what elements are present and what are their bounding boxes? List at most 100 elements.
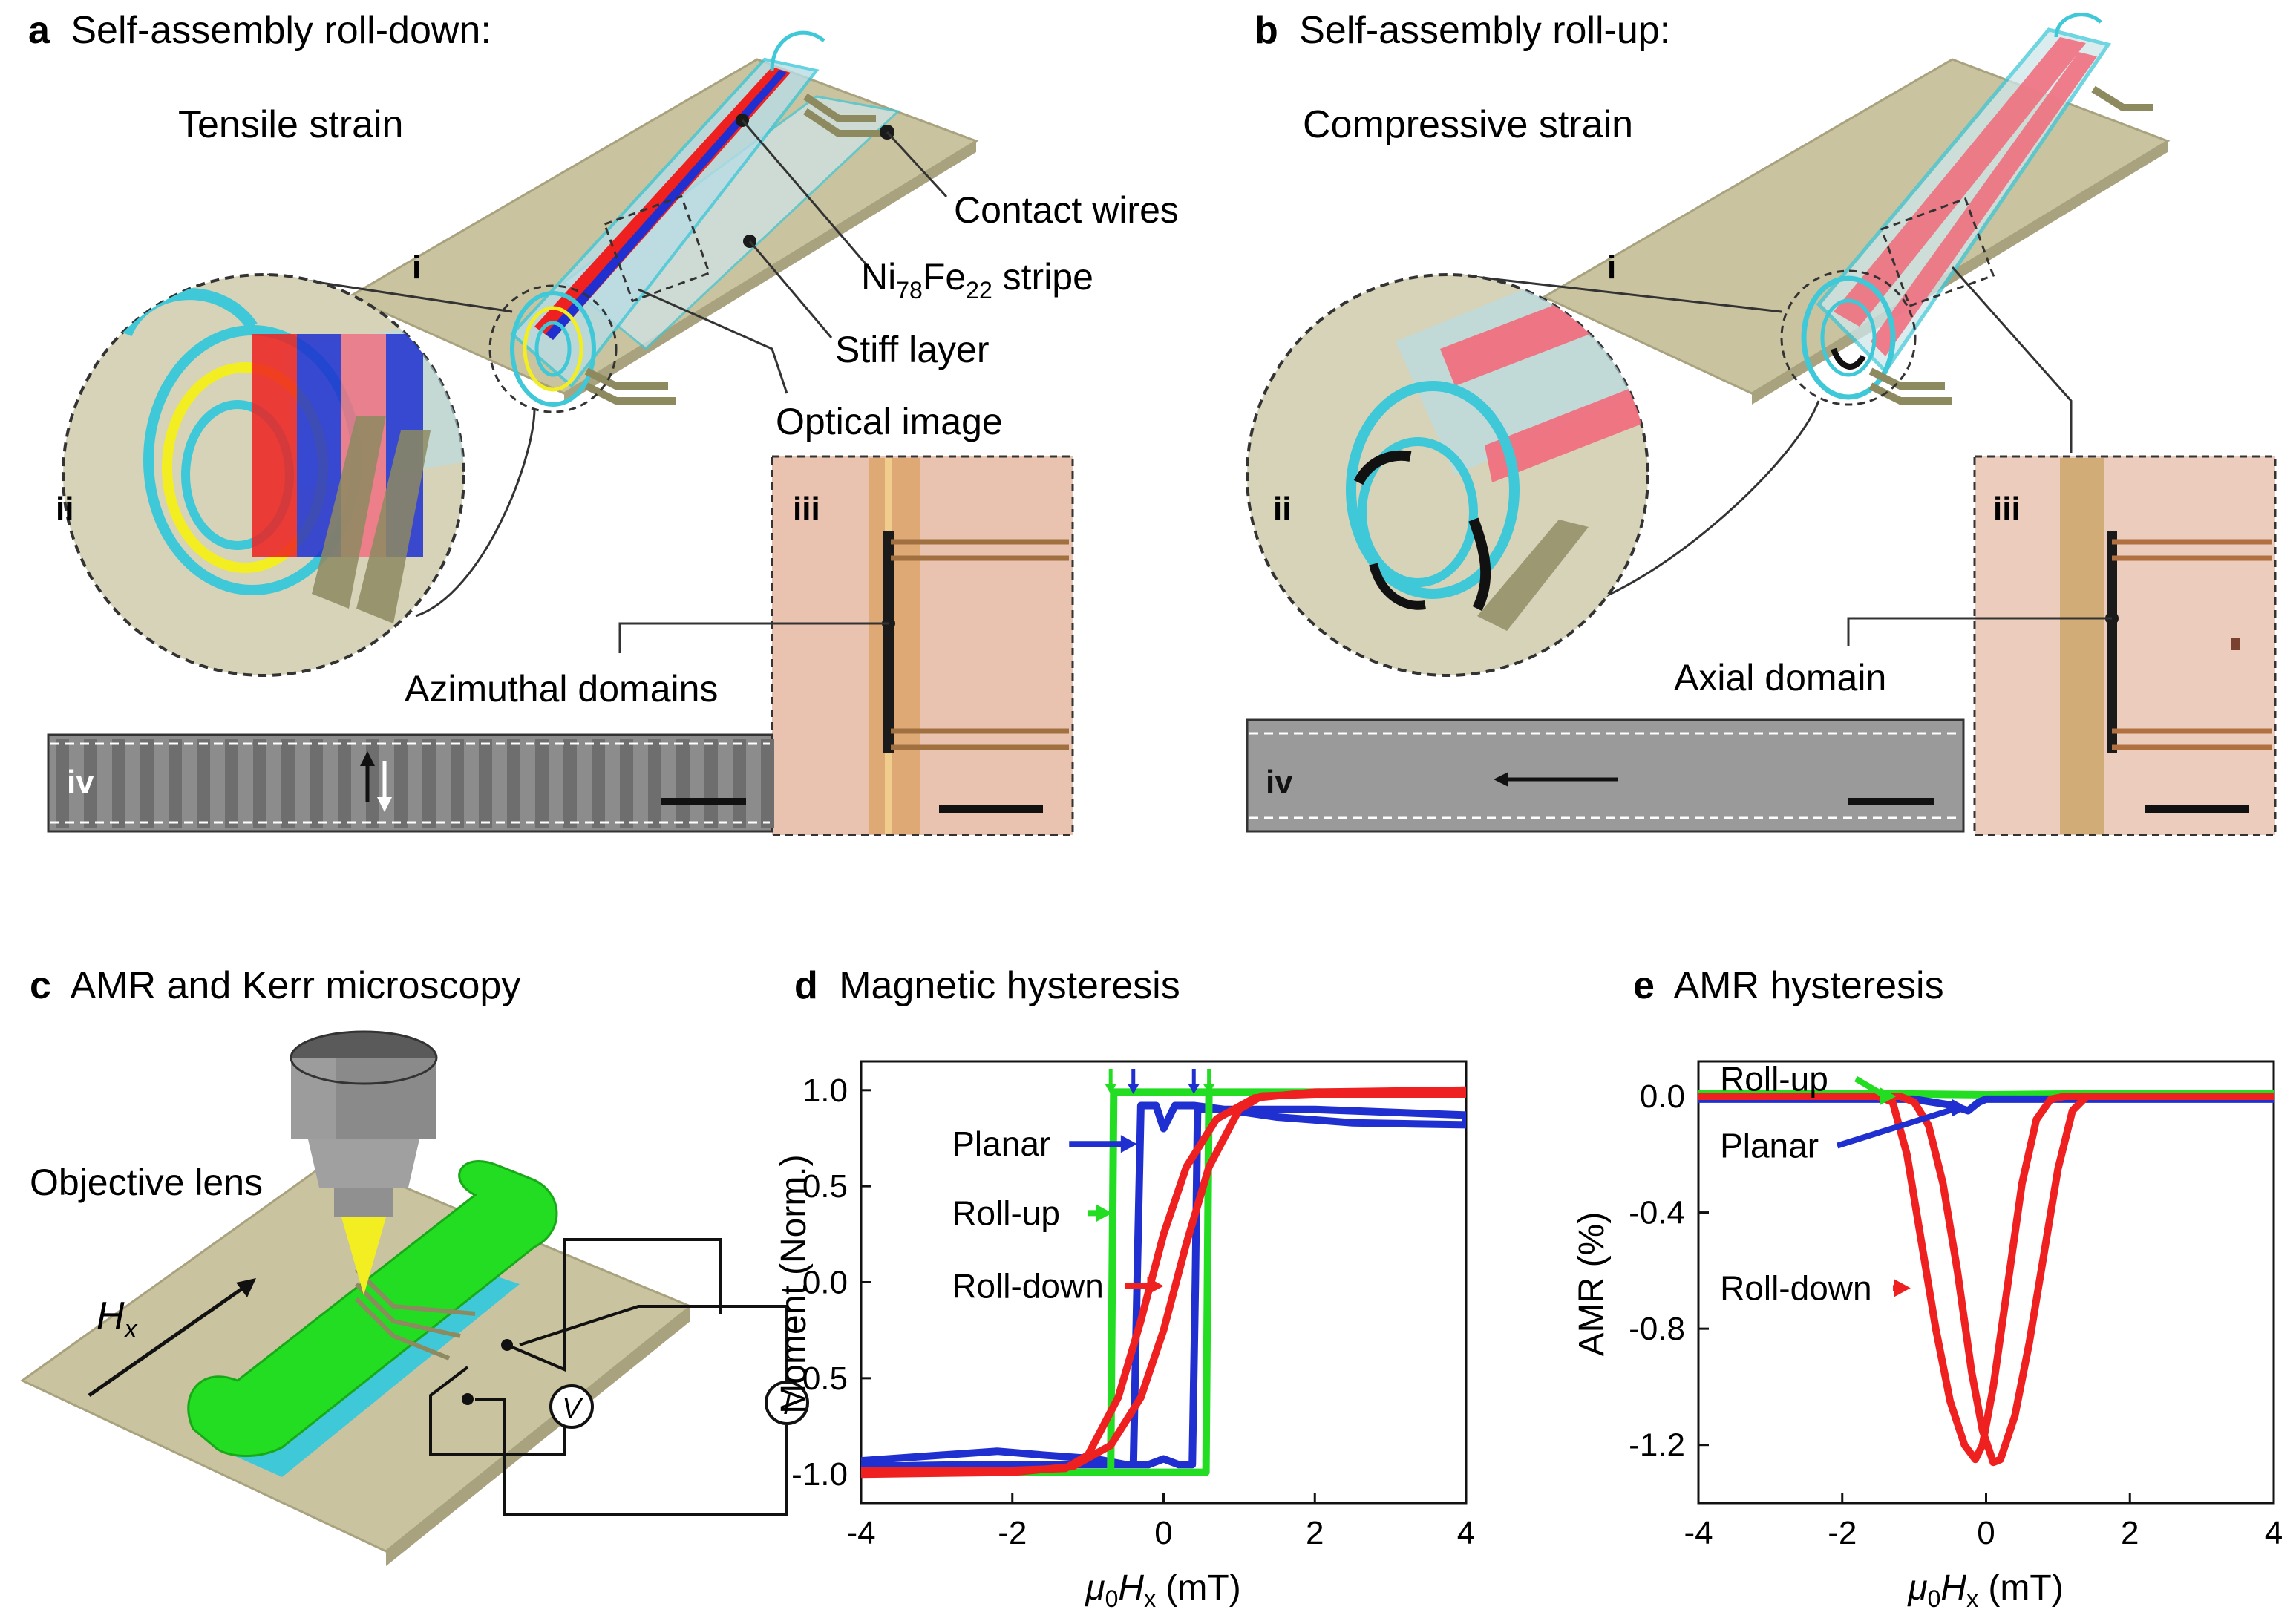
panel-a-zoom-small bbox=[488, 284, 618, 413]
panel-a-title-line1: Self-assembly roll-down: bbox=[71, 9, 491, 52]
annotation-label: Roll-down bbox=[1720, 1268, 1872, 1307]
series-line-roll-down bbox=[861, 1086, 1466, 1479]
y-tick-label: 0.0 bbox=[1640, 1078, 1685, 1115]
panel-d-series bbox=[861, 1086, 1466, 1479]
kerr-domain-stripe bbox=[451, 739, 464, 828]
panel-c-field-arrow bbox=[88, 1282, 250, 1398]
panel-a-inset-iv: iv bbox=[47, 733, 774, 833]
annotation-arrowhead bbox=[1880, 1087, 1897, 1105]
panel-b-zoom-rect bbox=[1880, 197, 1995, 308]
kerr-domain-stripe bbox=[225, 739, 238, 828]
panel-b-title-line1: Self-assembly roll-up: bbox=[1299, 9, 1670, 52]
panel-a-label-stripe: Ni78Fe22 stripe bbox=[861, 256, 1093, 304]
kerr-domain-stripe bbox=[761, 739, 774, 828]
panel-b-contact-wires bbox=[1868, 85, 2153, 405]
panel-e-letter: e bbox=[1633, 964, 1655, 1007]
kerr-domain-stripe bbox=[140, 739, 154, 828]
panel-b-domain-callout bbox=[1847, 612, 2119, 646]
x-tick-label: -4 bbox=[846, 1515, 875, 1551]
panel-e-ylabel: AMR (%) bbox=[1572, 1212, 1612, 1357]
panel-c-letter: c bbox=[30, 964, 51, 1007]
annotation-label: Planar bbox=[952, 1124, 1050, 1163]
svg-text:e AMR hysteresis: e AMR hysteresis bbox=[1633, 964, 1944, 1007]
x-tick-label: 0 bbox=[1977, 1515, 1995, 1551]
annotation-label: Roll-up bbox=[952, 1194, 1060, 1232]
panel-b-zoom-line2 bbox=[1573, 400, 1820, 610]
panel-c-objective-lens bbox=[290, 1030, 438, 1295]
kerr-domain-stripe bbox=[563, 739, 577, 828]
x-tick-label: 4 bbox=[2265, 1515, 2283, 1551]
kerr-domain-stripe bbox=[592, 739, 605, 828]
kerr-domain-stripe bbox=[197, 739, 210, 828]
panel-a: a Self-assembly roll-down: Tensile strai… bbox=[28, 9, 1179, 836]
kerr-domain-stripe bbox=[112, 739, 125, 828]
panel-a-title-line2: Tensile strain bbox=[178, 103, 403, 146]
panel-c-title: AMR and Kerr microscopy bbox=[71, 964, 521, 1007]
panel-d-title: Magnetic hysteresis bbox=[839, 964, 1180, 1007]
annotation-arrowhead bbox=[1120, 1135, 1137, 1153]
x-tick-label: 0 bbox=[1154, 1515, 1172, 1551]
panel-b-title-line2: Compressive strain bbox=[1303, 103, 1633, 146]
annotation-label: Planar bbox=[1720, 1127, 1819, 1165]
panel-a-inset-iii: iii bbox=[771, 455, 1074, 836]
panel-c-tube bbox=[187, 1160, 558, 1457]
panel-c-label-v: V bbox=[562, 1393, 583, 1424]
y-tick-label: -0.8 bbox=[1629, 1311, 1685, 1347]
panel-c-label-i: I bbox=[783, 1389, 791, 1421]
panel-b-sub-iv: iv bbox=[1266, 764, 1293, 800]
kerr-domain-stripe bbox=[648, 739, 661, 828]
svg-text:a Self-assembly roll-dow: a Self-assembly roll-down: bbox=[28, 9, 491, 52]
panel-a-sub-iii: iii bbox=[793, 491, 820, 527]
panel-a-sub-iv: iv bbox=[67, 764, 94, 800]
panel-c: c AMR and Kerr microscopy V I bbox=[20, 964, 809, 1566]
series-line-roll-down bbox=[1698, 1093, 2274, 1467]
kerr-domain-stripe bbox=[56, 739, 69, 828]
switching-marker-head bbox=[1203, 1084, 1215, 1094]
annotation-arrowhead bbox=[1096, 1204, 1113, 1222]
kerr-domain-stripe bbox=[281, 739, 295, 828]
panel-a-label-optical: Optical image bbox=[776, 401, 1003, 442]
kerr-domain-stripe bbox=[253, 739, 266, 828]
y-tick-label: -1.0 bbox=[791, 1456, 848, 1493]
y-tick-label: -1.2 bbox=[1629, 1427, 1685, 1464]
panel-a-domains-callout bbox=[618, 617, 895, 653]
annotation-arrowhead bbox=[1894, 1279, 1911, 1297]
panel-a-substrate-edge bbox=[564, 141, 976, 405]
kerr-domain-stripe bbox=[338, 739, 351, 828]
kerr-domain-stripe bbox=[422, 739, 436, 828]
panel-c-ammeter bbox=[765, 1381, 809, 1425]
panel-a-zoom-rect bbox=[603, 194, 711, 303]
panel-e-xlabel: μ0Hx (mT) bbox=[1906, 1568, 2063, 1612]
y-tick-label: 0.5 bbox=[802, 1168, 848, 1205]
kerr-domain-stripe bbox=[84, 739, 97, 828]
panel-b-inset-iv: iv bbox=[1246, 718, 1965, 833]
panel-a-zoom-line2 bbox=[415, 407, 536, 618]
switching-marker-head bbox=[1188, 1084, 1200, 1094]
panel-d-letter: d bbox=[794, 964, 818, 1007]
panel-c-wires bbox=[354, 1267, 476, 1361]
annotation-arrowhead bbox=[1147, 1277, 1164, 1295]
kerr-domain-stripe bbox=[169, 739, 182, 828]
panel-b-letter: b bbox=[1255, 9, 1278, 52]
panel-b-zoom-line1 bbox=[1454, 273, 1782, 313]
annotation-arrowhead bbox=[1952, 1099, 1969, 1117]
panel-a-label-stiff: Stiff layer bbox=[835, 329, 990, 370]
panel-d-ylabel: Moment (Norm.) bbox=[774, 1154, 814, 1413]
panel-c-label-field: Hx bbox=[97, 1294, 138, 1343]
panel-e-title: AMR hysteresis bbox=[1674, 964, 1944, 1007]
annotation-label: Roll-down bbox=[952, 1267, 1104, 1306]
panel-d-xlabel: μ0Hx (mT) bbox=[1084, 1568, 1240, 1612]
series-line-planar bbox=[861, 1101, 1466, 1470]
annotation-arrow bbox=[1836, 1104, 1959, 1149]
panel-b-zoom-small bbox=[1780, 269, 1917, 406]
panel-c-circuit bbox=[429, 1238, 788, 1516]
panel-b-sub-iii: iii bbox=[1993, 491, 2021, 527]
panel-c-voltmeter bbox=[549, 1384, 594, 1429]
x-tick-label: -2 bbox=[1828, 1515, 1857, 1551]
panel-b-zoom-line3 bbox=[1951, 266, 2073, 453]
